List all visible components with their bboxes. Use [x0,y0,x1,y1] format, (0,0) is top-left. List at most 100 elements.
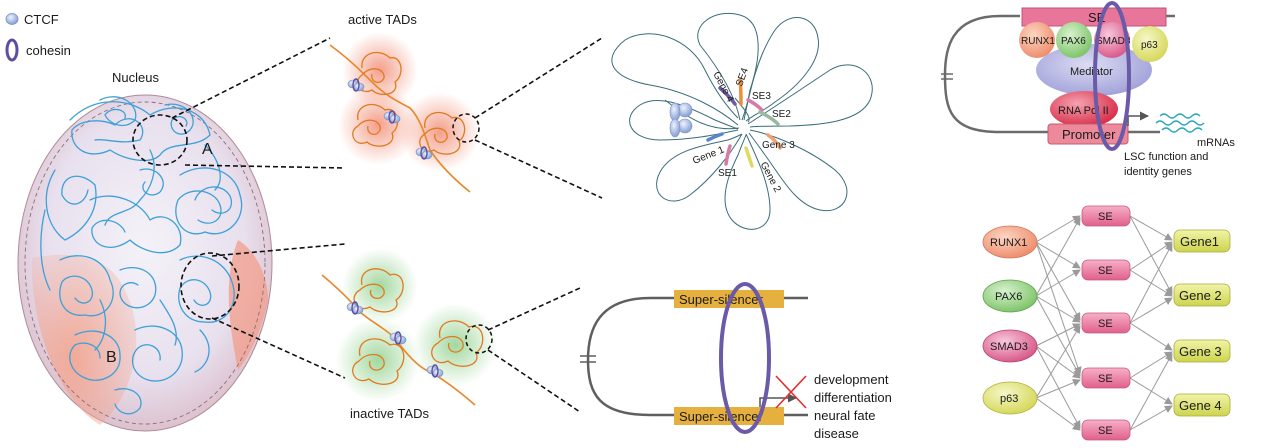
compartment-b-region [31,254,137,425]
network-tf-smad3 [982,329,1038,363]
hub-loops [611,13,873,230]
se-box [1021,7,1167,27]
nuclear-envelope-dashed [24,101,266,425]
silenced-transcription-arrow [759,393,797,407]
network-tf-p63 [982,381,1038,415]
ctcf-legend-label: CTCF [24,12,59,27]
identity-genes-label: identity genes [1124,166,1192,178]
super-silencer-panel: Super-silencer Super-silencer developmen… [580,282,892,441]
p63-label: p63 [1141,40,1158,51]
network-se-node [1081,367,1131,389]
zoom-lines-nucleus [171,37,346,379]
mrna-waves [1155,113,1205,133]
network-gene-node [1173,283,1231,307]
network-gene-label: Gene1 [1180,234,1219,249]
network-se-label: SE [1098,373,1113,385]
legend: CTCF cohesin [5,12,71,62]
network-gene-label: Gene 3 [1179,344,1222,359]
silencer-cohesin-ring [719,282,771,434]
hub-se2-label: SE2 [772,109,791,120]
regulatory-network: RUNX1 PAX6 SMAD3 p63 SE SE SE SE SE Gene… [982,205,1231,441]
nucleus-label: Nucleus [112,70,159,85]
compartment-a-right-region [228,240,268,370]
inactive-tads-label: inactive TADs [350,406,429,421]
inactive-tads: inactive TADs [321,248,497,421]
network-se-label: SE [1098,211,1113,223]
network-tf-pax6 [982,279,1038,313]
inactive-tad-blobs [352,268,484,385]
active-tads: active TADs [329,12,480,193]
network-gene-label: Gene 4 [1179,398,1222,413]
super-silencer-top-label: Super-silencer [679,292,763,307]
rna-pol-ii [1050,91,1118,127]
pax6-label: PAX6 [1061,36,1086,47]
outcome-neural-fate: neural fate [814,408,875,423]
active-tad-blobs [352,51,466,155]
compartment-a-label: A [202,141,213,158]
nucleus: Nucleus A B [17,70,273,432]
silencer-dna-loop [586,296,808,417]
mrna-label: mRNAs [1197,137,1235,149]
cohesin-inactive [351,301,439,378]
active-tads-label: active TADs [348,12,417,27]
zoom-circle-active [452,113,480,143]
hub-gene-3-label: Gene 3 [762,140,795,151]
network-tf-pax6-label: PAX6 [995,291,1022,303]
zoom-lines-tads [474,37,603,413]
hub-segments [706,78,782,168]
mediator-label: Mediator [1070,66,1113,78]
inactive-chromatin-fiber [321,274,476,406]
hub-se1-label: SE1 [718,168,737,179]
network-se-node [1081,312,1131,334]
hub-se4-label: SE4 [734,66,751,88]
promoter-label: Promoter [1062,127,1116,142]
hub-gene-2-label: Gene 2 [758,160,783,195]
outcome-development: development [814,372,889,387]
network-se-label: SE [1098,425,1113,437]
zoom-circle-inactive [465,324,493,354]
enhancer-hub: Gene 4 Gene 1 Gene 3 Gene 2 SE4 SE3 SE2 … [611,13,873,230]
promoter-box [1047,123,1129,145]
outcome-disease: disease [814,426,859,441]
runx1-label: RUNX1 [1021,36,1055,47]
runx1-bubble [1019,22,1055,58]
network-tf-p63-label: p63 [1000,393,1018,405]
cohesin-active [352,78,428,160]
network-se-label: SE [1098,318,1113,330]
network-tf-smad3-label: SMAD3 [990,341,1028,353]
se-dna-loop [943,14,1175,134]
zoom-circle-a [132,114,188,166]
network-gene-node [1173,393,1231,417]
rna-pol-ii-label: RNA Pol II [1058,105,1109,117]
smad3-label: SMAD3 [1096,36,1131,47]
transcription-arrow [1127,111,1149,126]
chromatin-scribble [40,96,243,415]
outcome-differentiation: differentiation [814,390,892,405]
hub-se3-label: SE3 [752,91,771,102]
zoom-circle-b [180,252,240,320]
compartment-b-label: B [106,349,117,366]
ctcf-legend-icon [5,13,19,25]
hub-ctcf-left [669,102,693,138]
network-se-node [1081,259,1131,281]
network-tf-runx1 [982,225,1038,259]
network-edges [1035,215,1173,431]
network-se-label: SE [1098,265,1113,277]
cohesin-legend-icon [5,38,19,62]
network-se-node [1081,205,1131,227]
network-gene-label: Gene 2 [1179,288,1222,303]
network-gene-node [1173,229,1231,253]
lsc-function-label: LSC function and [1124,151,1208,163]
pax6-bubble [1056,22,1092,58]
p63-bubble [1132,26,1168,62]
network-tf-runx1-label: RUNX1 [990,237,1027,249]
active-chromatin-fiber [329,44,471,193]
super-enhancer-panel: SE Mediator RUNX1 PAX6 SMAD3 p63 RNA Pol… [941,1,1235,178]
super-silencer-bottom-label: Super-silencer [679,409,763,424]
cohesin-legend-label: cohesin [26,43,71,58]
smad3-bubble [1094,22,1130,58]
blocked-cross-icon [775,375,807,409]
se-cohesin-ring [1093,1,1131,151]
network-se-node [1081,419,1131,441]
